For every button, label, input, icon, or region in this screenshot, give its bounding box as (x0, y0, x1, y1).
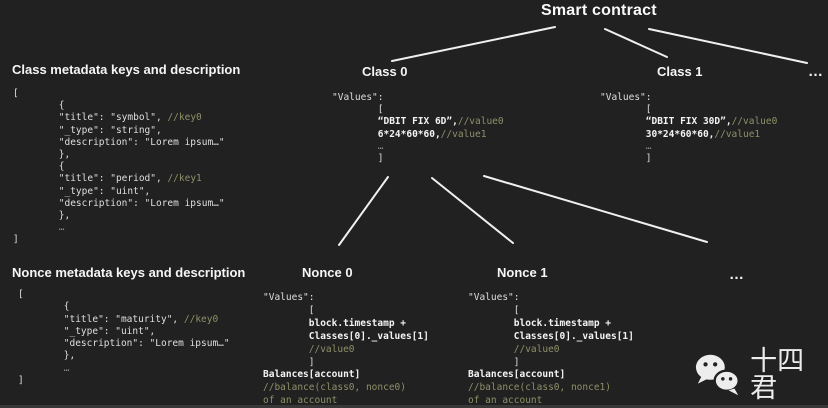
heading-nonce1: Nonce 1 (497, 265, 548, 280)
heading-nonce-metadata: Nonce metadata keys and description (12, 265, 246, 280)
code-class-metadata: [ { "title": "symbol", //key0 "_type": "… (13, 88, 225, 246)
code-class0-values: "Values": [ “DBIT FIX 6D”,//value0 6*24*… (332, 92, 504, 165)
watermark: 十四君 (694, 348, 828, 402)
line-contract-to-class0 (391, 26, 556, 62)
more-nonces-ellipsis: … (729, 266, 744, 283)
line-contract-to-more-classes (648, 28, 808, 64)
heading-class0: Class 0 (362, 64, 408, 79)
code-class1-values: "Values": [ “DBIT FIX 30D”,//value0 30*2… (600, 92, 778, 165)
more-classes-ellipsis: … (808, 63, 823, 80)
heading-class-metadata: Class metadata keys and description (12, 62, 241, 77)
heading-class1: Class 1 (657, 64, 703, 79)
heading-nonce0: Nonce 0 (302, 265, 353, 280)
code-nonce-metadata: [ { "title": "maturity", //key0 "_type":… (18, 289, 230, 387)
code-nonce0-values: "Values": [ block.timestamp + Classes[0]… (263, 292, 429, 407)
line-class0-to-more-nonces (483, 175, 708, 243)
bottom-edge-strip (0, 405, 828, 408)
wechat-logo-icon (695, 354, 740, 396)
line-contract-to-class1 (604, 28, 668, 58)
code-nonce1-values: "Values": [ block.timestamp + Classes[0]… (468, 292, 634, 407)
watermark-text: 十四君 (750, 346, 805, 404)
diagram-title: Smart contract (541, 2, 657, 19)
line-class0-to-nonce0 (338, 176, 389, 246)
line-class0-to-nonce1 (431, 177, 514, 244)
